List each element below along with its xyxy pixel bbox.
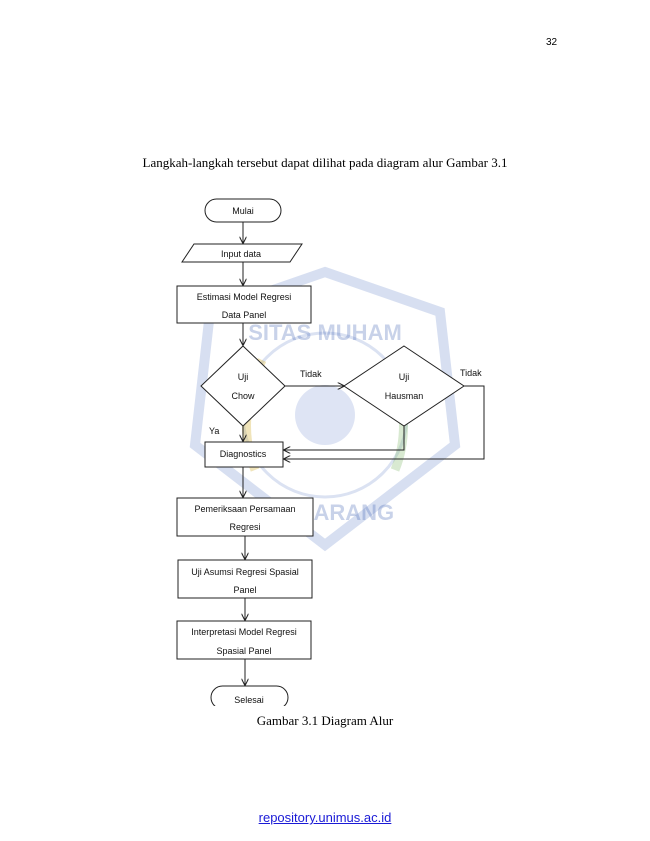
input-data-label: Input data bbox=[221, 249, 261, 259]
start-label: Mulai bbox=[232, 206, 254, 216]
chow-label-line2: Chow bbox=[231, 391, 255, 401]
page-number: 32 bbox=[546, 37, 558, 48]
estimation-box bbox=[176, 285, 312, 324]
chow-test-decision bbox=[200, 345, 286, 427]
estimation-label-line1: Estimasi Model Regresi bbox=[197, 292, 292, 302]
watermark-top-text: SITAS MUHAM bbox=[248, 320, 402, 345]
equation-check-label-line1: Pemeriksaan Persamaan bbox=[194, 504, 295, 514]
label-ya: Ya bbox=[209, 426, 219, 436]
interpretation-label-line1: Interpretasi Model Regresi bbox=[191, 627, 297, 637]
label-tidak-hausman: Tidak bbox=[460, 368, 482, 378]
label-tidak-chow: Tidak bbox=[300, 369, 322, 379]
interpretation-box bbox=[176, 620, 312, 660]
hausman-label-line2: Hausman bbox=[385, 391, 424, 401]
estimation-label-line2: Data Panel bbox=[222, 310, 267, 320]
equation-check-box bbox=[176, 497, 314, 537]
hausman-label-line1: Uji bbox=[399, 372, 410, 382]
end-label: Selesai bbox=[234, 695, 264, 705]
input-data-box bbox=[181, 243, 303, 263]
figure-caption: Gambar 3.1 Diagram Alur bbox=[256, 713, 394, 728]
diagnostics-label: Diagnostics bbox=[220, 449, 267, 459]
footer-link[interactable]: repository.unimus.ac.id bbox=[258, 810, 392, 825]
chow-label-line1: Uji bbox=[238, 372, 249, 382]
equation-check-label-line2: Regresi bbox=[229, 522, 260, 532]
diagnostics-box bbox=[204, 441, 284, 468]
assumption-test-box bbox=[177, 559, 313, 599]
interpretation-label-line2: Spasial Panel bbox=[216, 646, 271, 656]
intro-paragraph: Langkah-langkah tersebut dapat dilihat p… bbox=[142, 155, 508, 170]
assumption-test-label-line2: Panel bbox=[233, 585, 256, 595]
assumption-test-label-line1: Uji Asumsi Regresi Spasial bbox=[191, 567, 299, 577]
